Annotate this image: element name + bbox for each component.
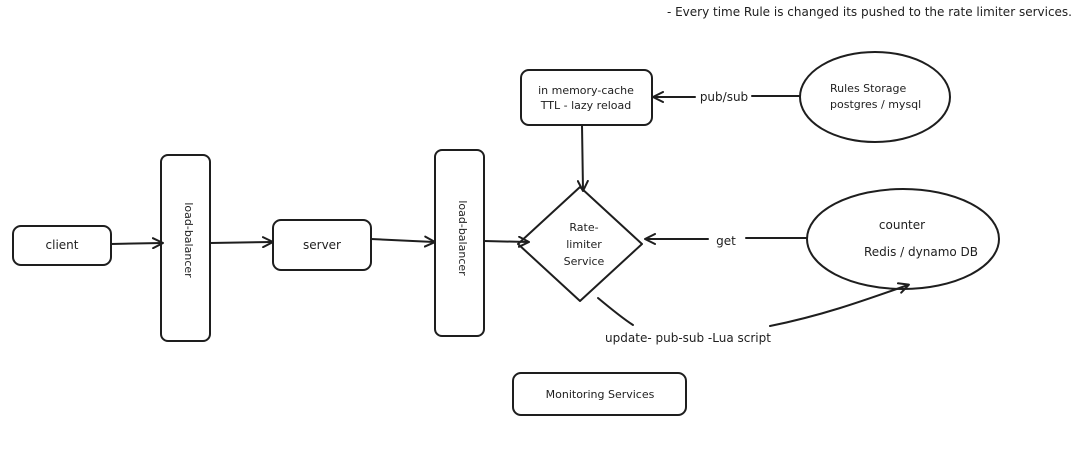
monitoring-services-label: Monitoring Services	[546, 388, 655, 401]
edge-update-to-counter	[769, 282, 910, 327]
memory-cache-node[interactable]: in memory-cache TTL - lazy reload	[520, 69, 653, 126]
get-edge-label: get	[716, 234, 736, 248]
edge-lb2-to-rate-limiter	[483, 235, 530, 248]
edge-rate-limiter-to-update	[597, 297, 634, 326]
client-node[interactable]: client	[12, 225, 112, 266]
load-balancer-1-label: load-balancer	[182, 202, 195, 278]
update-edge-label: update- pub-sub -Lua script	[605, 331, 771, 345]
counter-node[interactable]: counter Redis / dynamo DB	[806, 188, 1000, 290]
counter-label-line1: counter	[879, 218, 925, 232]
pubsub-edge-label: pub/sub	[700, 90, 748, 104]
edge-lb1-to-server	[209, 236, 274, 249]
rate-limiter-label-line2: limiter	[566, 238, 602, 251]
rules-storage-label-line1: Rules Storage	[830, 82, 906, 95]
edge-cache-to-rate-limiter	[576, 124, 589, 192]
edge-client-to-lb1	[110, 237, 164, 250]
memory-cache-label-line2: TTL - lazy reload	[540, 99, 631, 112]
server-node[interactable]: server	[272, 219, 372, 271]
memory-cache-label-line1: in memory-cache	[538, 84, 634, 97]
rules-storage-node[interactable]: Rules Storage postgres / mysql	[799, 51, 951, 143]
load-balancer-2-label: load-balancer	[456, 200, 469, 276]
client-label: client	[46, 238, 79, 252]
load-balancer-node-2[interactable]: load-balancer	[434, 149, 485, 337]
note-text: - Every time Rule is changed its pushed …	[667, 5, 1072, 19]
load-balancer-node-1[interactable]: load-balancer	[160, 154, 211, 342]
rules-storage-label-line2: postgres / mysql	[830, 98, 921, 111]
rate-limiter-label-line1: Rate-	[569, 221, 598, 234]
server-label: server	[303, 238, 341, 252]
edge-server-to-lb2	[370, 235, 436, 248]
rate-limiter-node[interactable]: Rate- limiter Service	[517, 186, 643, 302]
monitoring-services-node[interactable]: Monitoring Services	[512, 372, 687, 416]
counter-label-line2: Redis / dynamo DB	[864, 245, 978, 259]
rate-limiter-label-line3: Service	[564, 255, 605, 268]
